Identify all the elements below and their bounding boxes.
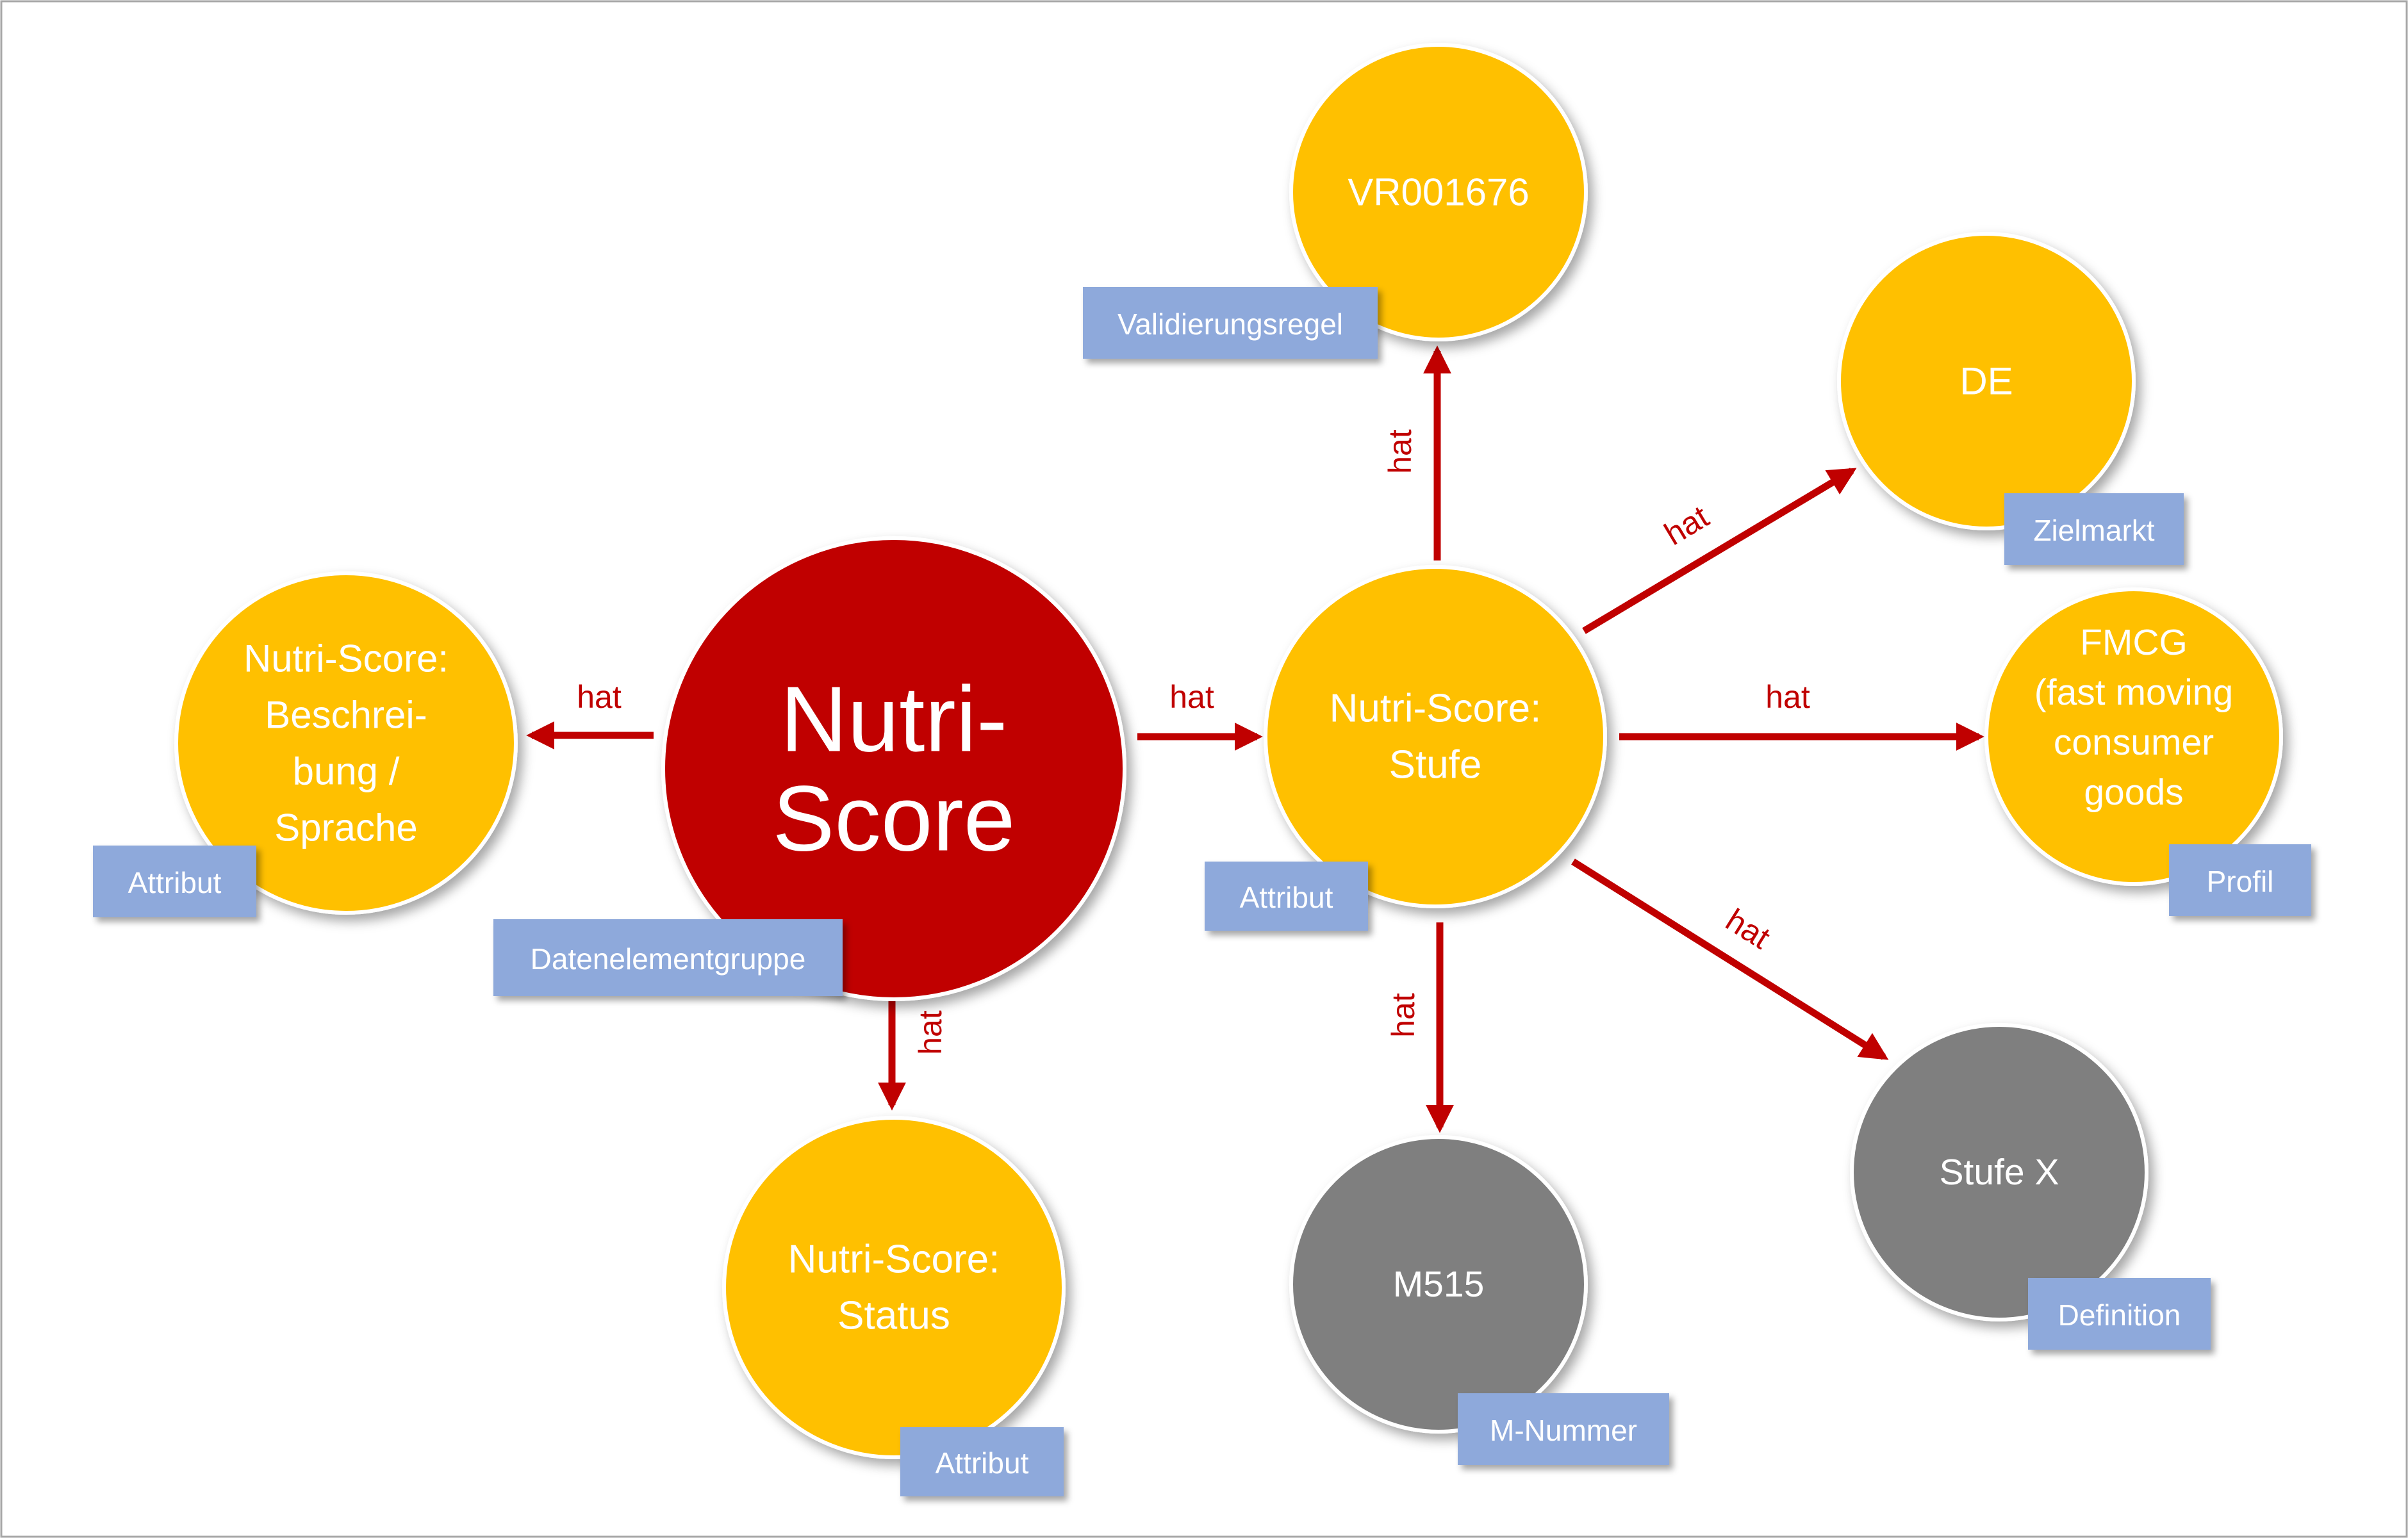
node-circle [1289, 1135, 1588, 1434]
node-circle [661, 536, 1126, 1001]
edge-label: hat [1382, 429, 1418, 474]
node-label-line: goods [2084, 772, 2183, 813]
type-tag-label: Definition [2058, 1298, 2181, 1332]
type-tag-label: M-Nummer [1490, 1414, 1637, 1447]
edge-label: hat [1169, 679, 1214, 715]
arrow-line [1571, 858, 1889, 1060]
node-circle [1984, 587, 2283, 886]
type-tag-box [93, 846, 256, 917]
node-circle [1264, 565, 1607, 908]
type-tag-label: Validierungsregel [1117, 307, 1343, 341]
type-tag: Datenelementgruppe [493, 919, 843, 996]
node-label-line: Nutri-Score: [788, 1238, 1000, 1282]
node-circle [1289, 43, 1588, 341]
edge-stufe-to-vr001676: hat [1382, 345, 1451, 560]
type-tag-label: Attribut [128, 866, 222, 899]
edge-nutri_score-to-status: hat [878, 986, 948, 1111]
node-label-line: Stufe X [1940, 1152, 2059, 1193]
edge-nutri_score-to-stufe: hat [1137, 679, 1263, 751]
arrow-line [1582, 468, 1857, 634]
type-tag: Zielmarkt [2004, 493, 2184, 565]
type-tag-box [1205, 862, 1368, 931]
type-tag-label: Zielmarkt [2033, 514, 2154, 547]
edge-label: hat [577, 679, 622, 715]
node-label-line: FMCG [2080, 622, 2188, 663]
type-tag: Definition [2028, 1278, 2211, 1350]
node-circle [1837, 232, 2136, 530]
node-de: DE Zielmarkt [1837, 232, 2184, 565]
type-tag-label: Attribut [936, 1446, 1029, 1480]
node-label-line: Score [773, 767, 1016, 871]
node-label-line: Beschrei- [265, 694, 427, 737]
nodes-layer: Nutri-ScoreDatenelementgruppeNutri-Score… [93, 43, 2311, 1496]
node-label-line: bung / [293, 750, 400, 793]
node-label-line: Status [837, 1294, 950, 1338]
type-tag: M-Nummer [1458, 1393, 1669, 1465]
type-tag-box [2169, 844, 2311, 916]
node-circle [174, 571, 518, 915]
node-label-line: Nutri- [780, 667, 1007, 771]
edge-nutri_score-to-beschreibung: hat [526, 679, 654, 749]
type-tag-box [493, 919, 843, 996]
type-tag-box [2028, 1278, 2211, 1350]
type-tag: Attribut [1205, 862, 1368, 931]
edge-label: hat [1385, 993, 1421, 1038]
edge-stufe-to-m515: hat [1385, 922, 1454, 1133]
type-tag: Validierungsregel [1083, 287, 1378, 359]
type-tag: Attribut [900, 1427, 1064, 1496]
edge-label: hat [912, 1010, 948, 1055]
edge-stufe-to-fmcg: hat [1619, 679, 1984, 751]
node-label-line: (fast moving [2034, 672, 2233, 713]
node-label-line: consumer [2054, 722, 2214, 763]
node-label-line: VR001676 [1348, 171, 1530, 214]
type-tag-label: Datenelementgruppe [531, 942, 806, 976]
node-label-line: Nutri-Score: [1330, 687, 1542, 731]
type-tag-label: Profil [2207, 865, 2274, 898]
type-tag: Profil [2169, 844, 2311, 916]
type-tag-label: Attribut [1240, 881, 1333, 914]
type-tag: Attribut [93, 846, 256, 917]
node-beschreibung: Nutri-Score: Beschrei-bung / SpracheAttrib… [93, 571, 518, 917]
node-label-line: Nutri-Score: [243, 637, 449, 680]
type-tag-box [1458, 1393, 1669, 1465]
edge-label: hat [1765, 679, 1810, 715]
type-tag-box [2004, 493, 2184, 565]
node-circle [1850, 1023, 2148, 1321]
node-stufe-x: Stufe X Definition [1850, 1023, 2211, 1350]
node-label-line: Sprache [274, 806, 417, 849]
node-label-line: M515 [1393, 1264, 1485, 1305]
node-circle [722, 1116, 1066, 1459]
node-label-line: Stufe [1389, 743, 1482, 787]
type-tag-box [900, 1427, 1064, 1496]
node-label-line: DE [1959, 360, 2013, 403]
type-tag-box [1083, 287, 1378, 359]
